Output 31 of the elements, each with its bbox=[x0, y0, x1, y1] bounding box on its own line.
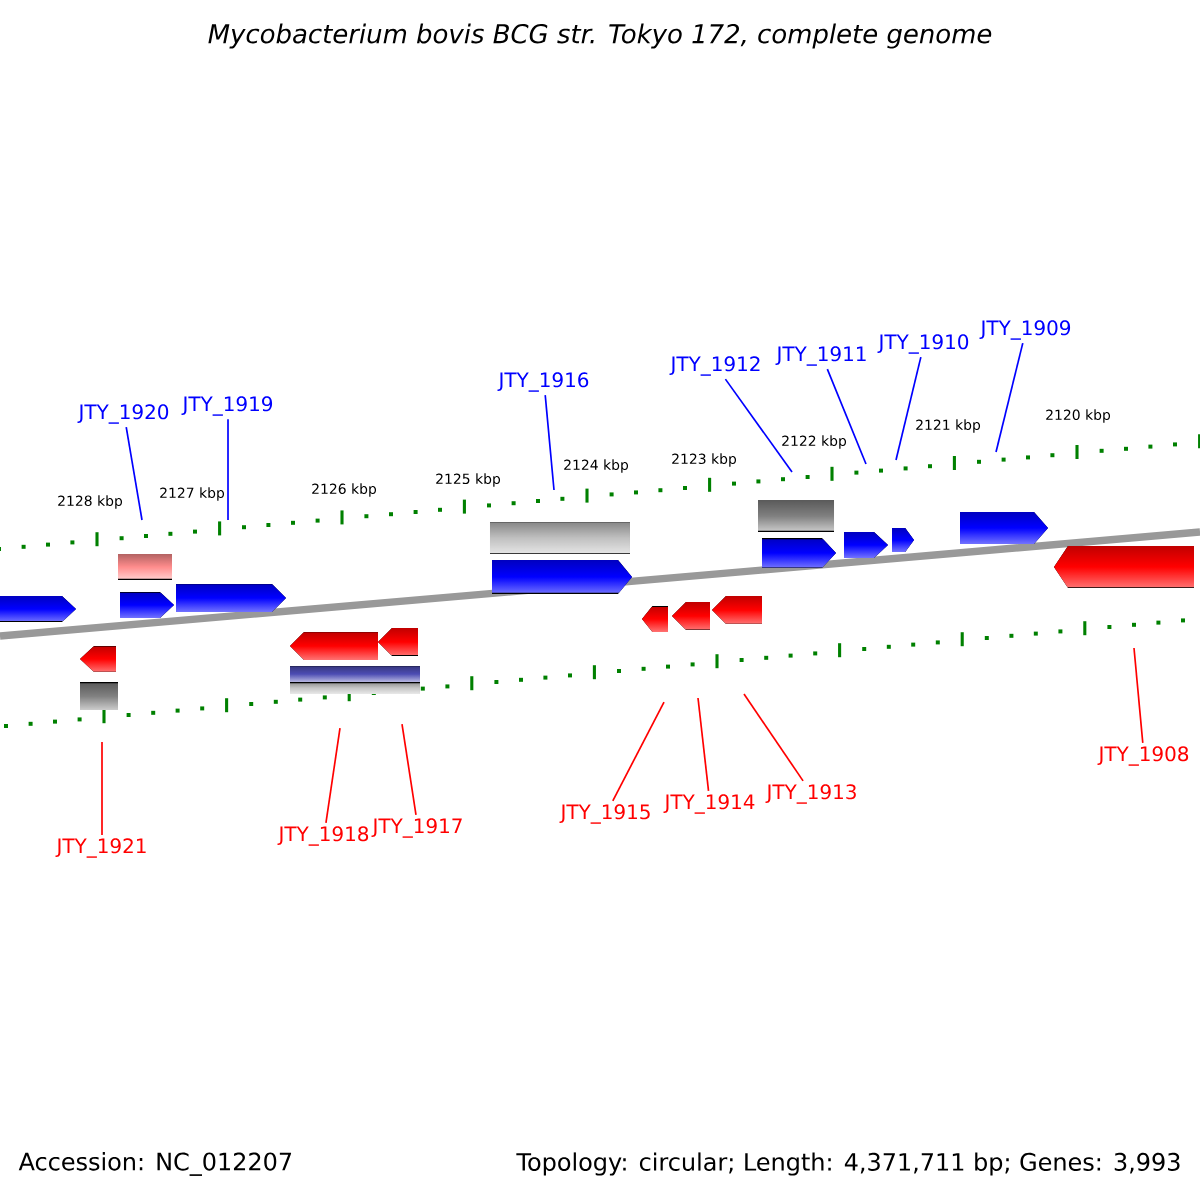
gene-label: JTY_1920 bbox=[77, 404, 169, 424]
gene-label: JTY_1911 bbox=[775, 346, 866, 366]
gene-label: JTY_1910 bbox=[877, 334, 969, 354]
leader-line bbox=[995, 342, 1024, 453]
leader-line bbox=[1133, 647, 1144, 744]
gene-label: JTY_1913 bbox=[765, 784, 856, 804]
footer-text: Accession: NC_012207 bbox=[18, 1152, 292, 1176]
footer-text: Topology: circular; Length: 4,371,711 bp; Genes: 3,993 bbox=[516, 1152, 1180, 1176]
leader-line bbox=[697, 697, 710, 792]
gene-label: JTY_1908 bbox=[1097, 746, 1189, 766]
gene-label: JTY_1914 bbox=[663, 794, 755, 814]
leader-line bbox=[101, 741, 103, 836]
leader-line bbox=[895, 356, 922, 461]
leader-line bbox=[826, 368, 867, 465]
leader-line bbox=[401, 723, 417, 816]
gene-label: JTY_1919 bbox=[181, 396, 273, 416]
leader-line bbox=[724, 378, 793, 473]
gene-label: JTY_1918 bbox=[277, 826, 369, 846]
leader-line bbox=[611, 701, 665, 802]
leader-line bbox=[125, 426, 143, 521]
gene-label: JTY_1916 bbox=[497, 372, 589, 392]
gene-label: JTY_1915 bbox=[559, 804, 650, 824]
leader-line bbox=[743, 693, 804, 782]
gene-label: JTY_1921 bbox=[55, 838, 146, 858]
leader-line bbox=[325, 727, 341, 824]
leader-line bbox=[544, 394, 555, 491]
gene-label: JTY_1917 bbox=[371, 818, 462, 838]
gene-label: JTY_1909 bbox=[979, 320, 1071, 340]
gene-label: JTY_1912 bbox=[669, 356, 760, 376]
leader-line bbox=[227, 418, 229, 521]
title: Mycobacterium bovis BCG str. Tokyo 172, complete genome bbox=[208, 23, 992, 49]
